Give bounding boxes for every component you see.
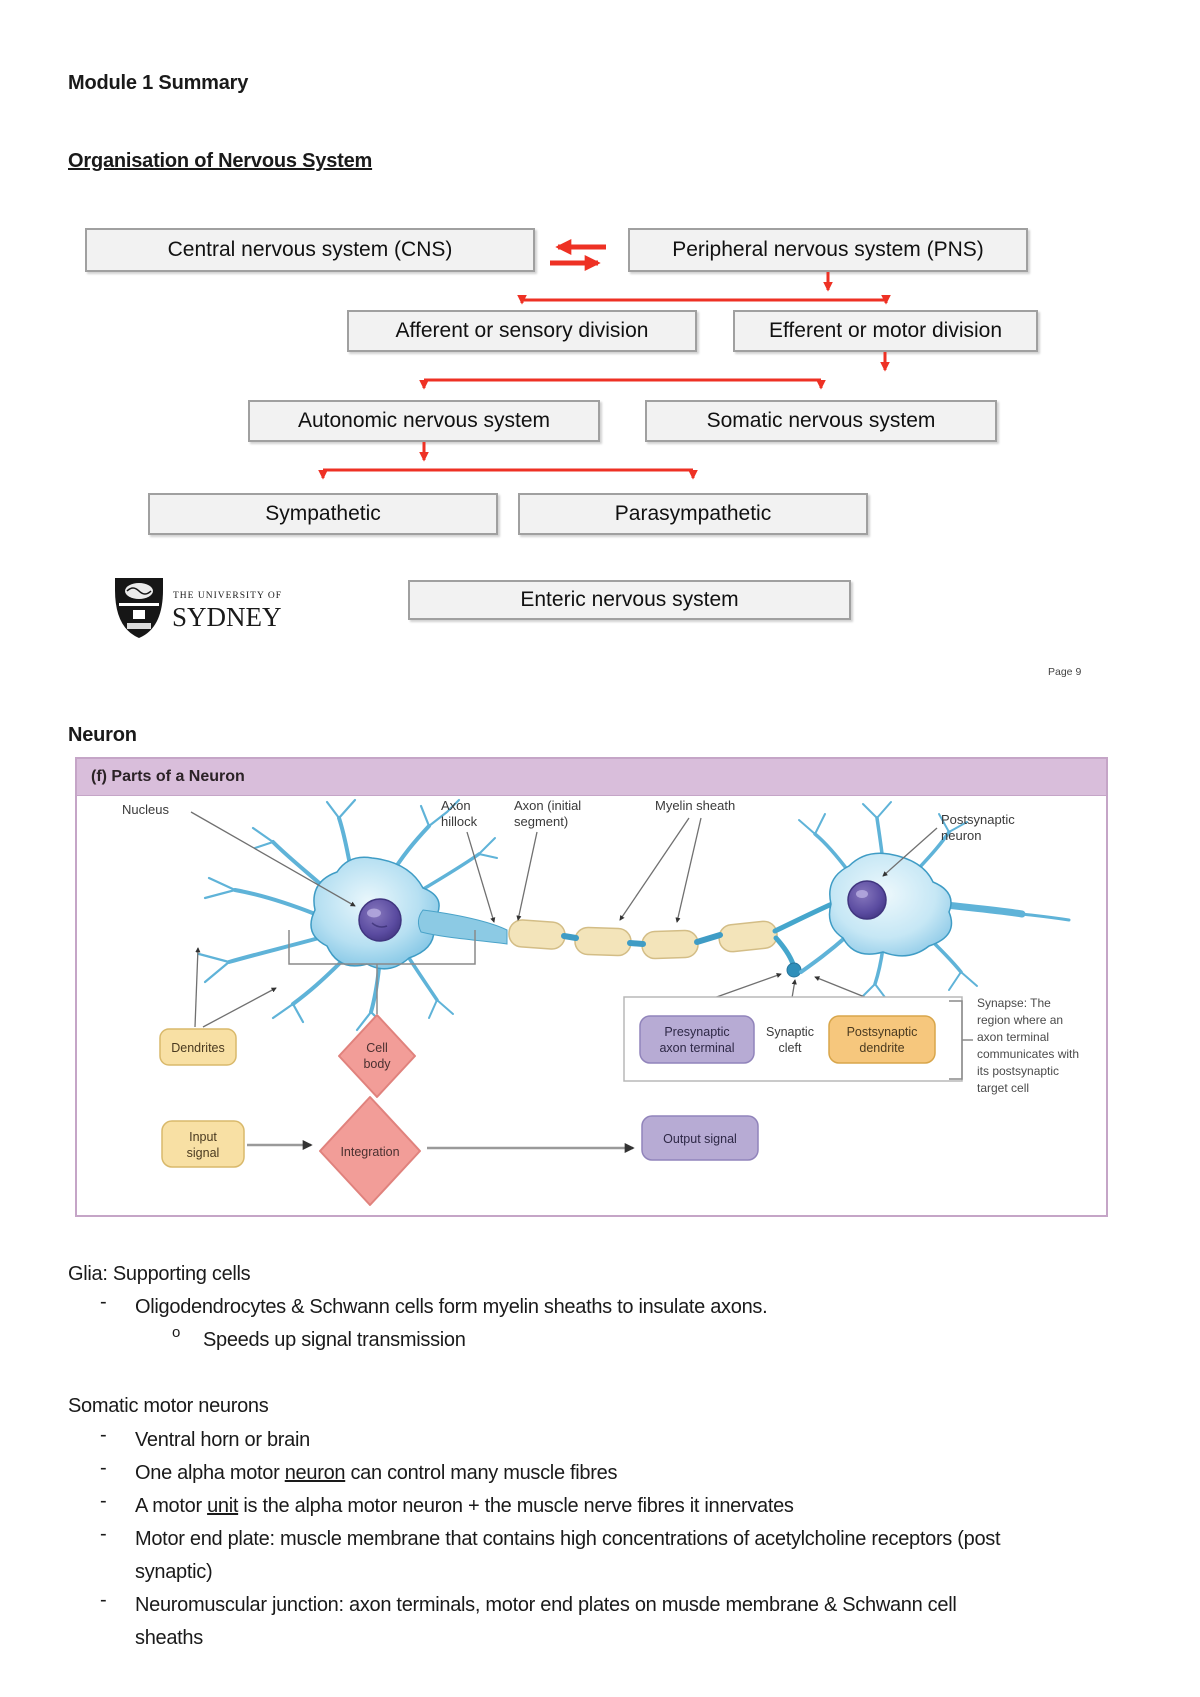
synapse-note-line-4: communicates with: [977, 1047, 1079, 1061]
input-signal-box: [161, 1120, 245, 1168]
flowchart-box-cns: Central nervous system (CNS): [85, 228, 535, 272]
bullet-2-underlined: neuron: [284, 1462, 346, 1484]
logo-lion-detail: [126, 587, 152, 595]
synapse-note-line-5: its postsynaptic: [977, 1064, 1059, 1078]
cell-body-diamond: [338, 1014, 416, 1098]
myelin-sheath-segments: [508, 919, 778, 960]
neuron-illustration: Nucleus Axon hillock Axon (initial segme…: [122, 798, 1079, 1206]
integration-diamond: [319, 1096, 421, 1206]
logo-book: [133, 610, 145, 619]
somatic-bullet-4: Motor end plate: muscle membrane that co…: [135, 1528, 1001, 1583]
flowchart-box-pns: Peripheral nervous system (PNS): [628, 228, 1028, 272]
dendrites-tag-box: [159, 1028, 237, 1066]
axon-hillock-label-2: hillock: [441, 814, 478, 829]
dendrites-tag-label: Dendrites: [171, 1041, 225, 1055]
somatic-heading: Somatic motor neurons: [68, 1395, 269, 1417]
page-number: Page 9: [1048, 666, 1082, 678]
synaptic-cleft-label-1: Synaptic: [766, 1025, 814, 1039]
bullet-marker: -: [100, 1490, 107, 1512]
bullet-2-pre: One alpha motor: [135, 1462, 285, 1484]
bullet-marker: -: [100, 1291, 107, 1313]
somatic-bullet-3: A motor unit is the alpha motor neuron +…: [135, 1490, 1065, 1523]
input-signal-label-1: Input: [189, 1130, 217, 1144]
flow-arrows: [247, 1140, 635, 1153]
section-heading-organisation: Organisation of Nervous System: [68, 150, 373, 172]
neuron-figure: (f) Parts of a Neuron: [75, 757, 1108, 1217]
axon-internodes: [561, 932, 723, 947]
synapse-bulb: [786, 962, 802, 978]
synapse-note-line-1: Synapse: The: [977, 996, 1051, 1010]
bullet-marker: -: [100, 1523, 107, 1545]
glia-sub-bullet: Speeds up signal transmission: [203, 1329, 466, 1351]
bullet-marker: -: [100, 1457, 107, 1479]
nucleus-highlight: [367, 908, 381, 918]
nucleus-shape: [358, 898, 402, 942]
nucleus-detail: [371, 922, 388, 928]
somatic-bullet-1: Ventral horn or brain: [135, 1429, 310, 1451]
presynaptic-label-2: axon terminal: [659, 1041, 734, 1055]
synapse-note-line-2: region where an: [977, 1013, 1063, 1027]
synaptic-cleft-label-2: cleft: [779, 1041, 802, 1055]
synapse-note: Synapse: The region where an axon termin…: [977, 996, 1079, 1095]
section-heading-neuron: Neuron: [68, 724, 137, 746]
postsynaptic-nucleus-highlight: [856, 890, 868, 898]
glia-heading: Glia: Supporting cells: [68, 1263, 251, 1285]
axon-initial-label-1: Axon (initial: [514, 798, 581, 813]
postsynaptic-nucleus: [847, 880, 887, 920]
bullet-marker: -: [100, 1424, 107, 1446]
flowchart-box-efferent: Efferent or motor division: [733, 310, 1038, 352]
bullet-3-underlined: unit: [207, 1495, 239, 1517]
flowchart-box-sympathetic: Sympathetic: [148, 493, 498, 535]
logo-text-line2: SYDNEY: [172, 602, 282, 632]
bullet-3-post: is the alpha motor neuron + the muscle n…: [238, 1495, 794, 1517]
nucleus-label: Nucleus: [122, 802, 169, 817]
myelin-sheath-label: Myelin sheath: [655, 798, 735, 813]
axon-hillock-label-1: Axon: [441, 798, 471, 813]
integration-label: Integration: [340, 1145, 399, 1159]
flowchart-box-afferent: Afferent or sensory division: [347, 310, 697, 352]
cell-body-label-1: Cell: [366, 1041, 388, 1055]
postsynaptic-dendrite-box: [828, 1015, 936, 1064]
output-signal-label: Output signal: [663, 1132, 737, 1146]
postsynaptic-dendrite-label-1: Postsynaptic: [847, 1025, 918, 1039]
postsynaptic-soma: [828, 852, 953, 957]
somatic-bullet-2: One alpha motor neuron can control many …: [135, 1457, 1065, 1490]
logo-band: [119, 603, 159, 606]
cell-body-bracket: [288, 930, 476, 1014]
presynaptic-box: [639, 1015, 755, 1064]
synapse-note-bracket: [949, 1000, 973, 1080]
glia-bullet: Oligodendrocytes & Schwann cells form my…: [135, 1296, 768, 1318]
synapse-note-line-6: target cell: [977, 1081, 1029, 1095]
university-of-sydney-logo: THE UNIVERSITY OF SYDNEY: [115, 578, 282, 638]
bullet-marker: -: [100, 1589, 107, 1611]
synapse-note-line-3: axon terminal: [977, 1030, 1049, 1044]
output-signal-box: [641, 1115, 759, 1161]
flowchart-box-somatic: Somatic nervous system: [645, 400, 997, 442]
sub-bullet-marker: o: [172, 1324, 181, 1341]
postsynaptic-neuron-label-2: neuron: [941, 828, 981, 843]
logo-text-line1: THE UNIVERSITY OF: [173, 591, 282, 601]
flowchart-box-parasympathetic: Parasympathetic: [518, 493, 868, 535]
flowchart-box-enteric: Enteric nervous system: [408, 580, 851, 620]
logo-scroll: [127, 623, 151, 629]
bullet-2-post: can control many muscle fibres: [345, 1462, 618, 1484]
postsynaptic-dendrite-label-2: dendrite: [859, 1041, 904, 1055]
cell-body-label-2: body: [363, 1057, 391, 1071]
somatic-bullet-5: Neuromuscular junction: axon terminals, …: [135, 1594, 957, 1649]
postsynaptic-neuron-label-1: Postsynaptic: [941, 812, 1015, 827]
part-labels: Nucleus Axon hillock Axon (initial segme…: [122, 798, 1015, 843]
axon-initial-label-2: segment): [514, 814, 568, 829]
input-signal-label-2: signal: [187, 1146, 220, 1160]
bullet-3-pre: A motor: [135, 1495, 208, 1517]
figure-header: (f) Parts of a Neuron: [77, 759, 1106, 796]
page-title: Module 1 Summary: [68, 72, 249, 94]
presynaptic-label-1: Presynaptic: [664, 1025, 729, 1039]
flowchart-box-autonomic: Autonomic nervous system: [248, 400, 600, 442]
